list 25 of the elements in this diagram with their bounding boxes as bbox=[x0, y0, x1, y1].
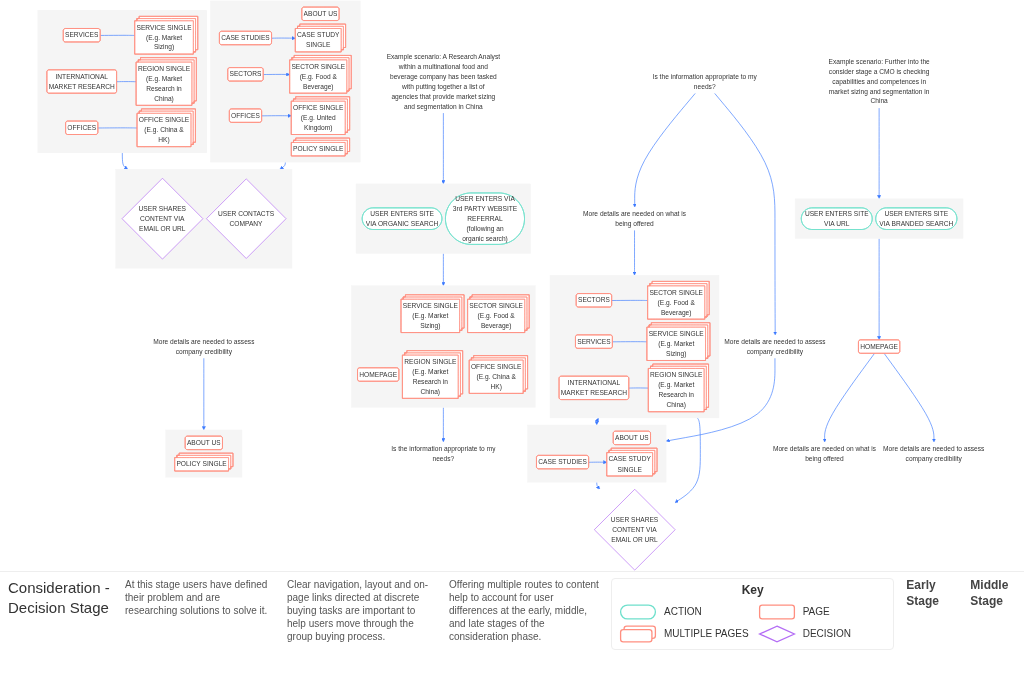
stage-heading: Middle Stage bbox=[970, 578, 1010, 610]
cluster bbox=[165, 429, 243, 478]
description-text: Clear navigation, layout and on-page links directed at discrete buying tasks are important to help users move through the group buying process. bbox=[287, 578, 430, 643]
legend-heading: Key bbox=[740, 583, 765, 599]
connector bbox=[100, 34, 136, 36]
cluster bbox=[549, 275, 720, 419]
cluster bbox=[351, 285, 536, 408]
legend-label: MULTIPLE PAGES bbox=[664, 627, 749, 641]
description-text: Offering multiple routes to content help to account for user differences at the early, middle, and late stages of the consideration phase. bbox=[449, 578, 599, 643]
cluster bbox=[210, 0, 361, 163]
connector bbox=[611, 300, 649, 301]
description-text: At this stage users have defined their problem and are researching solutions to solve it. bbox=[125, 578, 269, 617]
legend-label: ACTION bbox=[664, 605, 702, 619]
cluster bbox=[794, 198, 964, 239]
cluster bbox=[115, 168, 293, 269]
cluster bbox=[355, 183, 531, 254]
connector bbox=[612, 341, 648, 343]
cluster bbox=[37, 9, 208, 154]
arrow bbox=[594, 417, 599, 426]
legend-label: PAGE bbox=[802, 605, 830, 619]
stage-heading: Early Stage bbox=[906, 578, 940, 610]
page-title: Consideration - Decision Stage bbox=[8, 578, 111, 617]
cluster bbox=[527, 424, 667, 483]
legend-label: DECISION bbox=[802, 627, 851, 641]
connector bbox=[116, 81, 137, 83]
